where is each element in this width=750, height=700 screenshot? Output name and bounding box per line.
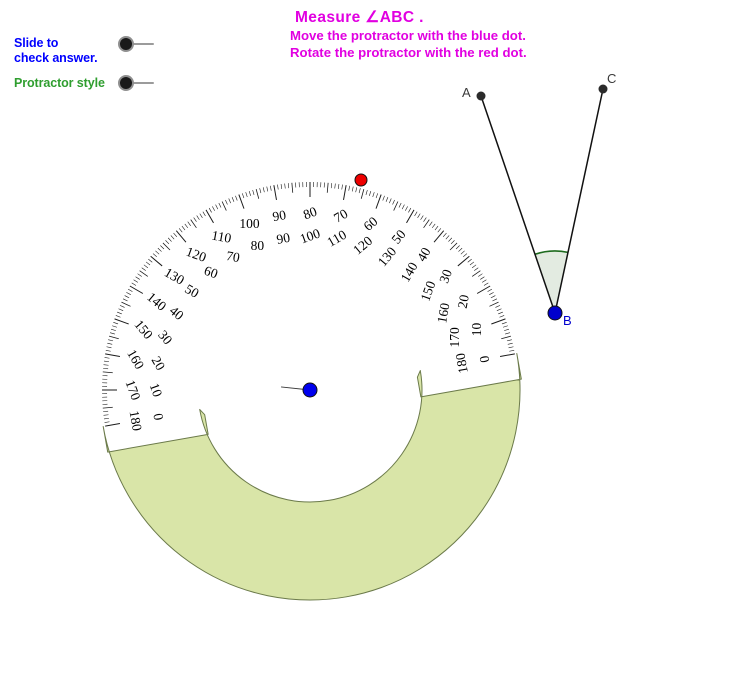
instructions-panel: Measure ∠ABC . Move the protractor with …: [290, 8, 590, 61]
slider-row-check-answer: Slide to check answer.: [14, 36, 98, 66]
control-panel: Slide to check answer. Protractor style: [0, 0, 250, 110]
ray-bc: [554, 88, 604, 314]
check-answer-slider-track[interactable]: [124, 43, 154, 45]
angle-arc: [534, 250, 569, 256]
point-c-label: C: [607, 71, 616, 86]
slider-row-protractor-style: Protractor style: [14, 76, 105, 91]
check-answer-slider-label: Slide to check answer.: [14, 36, 98, 65]
angle-sector: [534, 251, 568, 313]
protractor-style-slider-knob[interactable]: [118, 75, 134, 91]
instruction-line-rotate: Rotate the protractor with the red dot.: [290, 44, 527, 60]
protractor-style-slider-label: Protractor style: [14, 76, 105, 90]
point-a-label: A: [462, 85, 471, 100]
instruction-line-move: Move the protractor with the blue dot.: [290, 28, 526, 43]
check-answer-slider[interactable]: [118, 36, 154, 52]
point-c[interactable]: [598, 84, 608, 94]
point-b-vertex[interactable]: [547, 305, 563, 321]
protractor-style-slider-track[interactable]: [124, 82, 154, 84]
ray-ba: [480, 95, 556, 314]
point-a[interactable]: [476, 91, 486, 101]
point-b-label: B: [563, 313, 572, 328]
task-title: Measure ∠ABC .: [295, 9, 424, 26]
check-answer-slider-knob[interactable]: [118, 36, 134, 52]
protractor-style-slider[interactable]: [118, 75, 154, 91]
